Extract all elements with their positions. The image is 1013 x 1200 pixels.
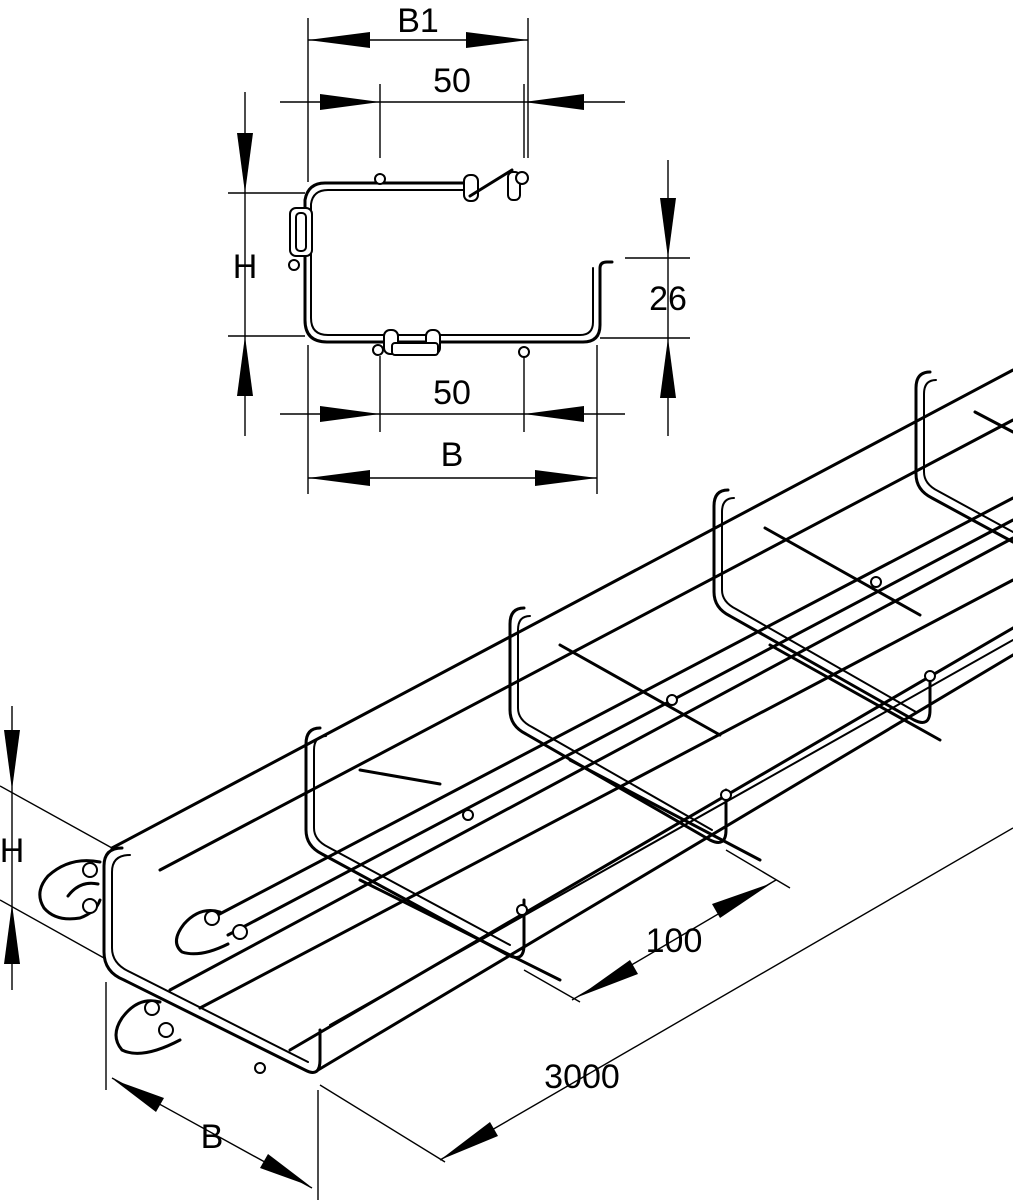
dimension-label-3000: 3000 <box>544 1058 620 1096</box>
dimension-100 <box>523 849 791 1003</box>
dimension-3000 <box>319 827 1013 1163</box>
dimension-label-100: 100 <box>646 922 703 960</box>
dimension-iso-B <box>105 982 319 1200</box>
dimension-label-bottom-50: 50 <box>433 374 471 412</box>
side-connector-clip <box>288 207 313 271</box>
dimension-bottom-50 <box>280 356 625 432</box>
dimension-iso-H <box>0 706 113 990</box>
dimension-label-iso-H: H <box>0 832 24 870</box>
weld-points <box>254 576 936 1074</box>
dimension-label-section-H: H <box>233 248 258 286</box>
dimension-section-B <box>307 345 598 494</box>
dimension-B1 <box>307 18 529 182</box>
section-profile-wire <box>303 181 614 344</box>
dimension-label-B1: B1 <box>397 2 439 40</box>
top-connector-clip <box>374 168 529 202</box>
dimension-section-H <box>228 92 305 436</box>
dimension-label-section-B: B <box>441 436 464 474</box>
longitudinal-wires <box>110 368 1013 1072</box>
bottom-cross-bars <box>358 410 1013 982</box>
isometric-tray-view: H 100 3000 B <box>0 368 1013 1200</box>
dimension-label-iso-B: B <box>201 1118 224 1156</box>
dimension-label-26: 26 <box>649 280 687 318</box>
section-profile-inner-wire <box>310 189 594 336</box>
cross-section-view: B1 50 H 26 <box>228 2 690 494</box>
cross-wire-frames <box>102 370 1013 1074</box>
dimension-top-50 <box>280 84 625 158</box>
front-end-connectors <box>38 859 248 1055</box>
dimension-26 <box>600 160 690 436</box>
bottom-connector-clip <box>372 329 530 358</box>
dimension-label-top-50: 50 <box>433 62 471 100</box>
